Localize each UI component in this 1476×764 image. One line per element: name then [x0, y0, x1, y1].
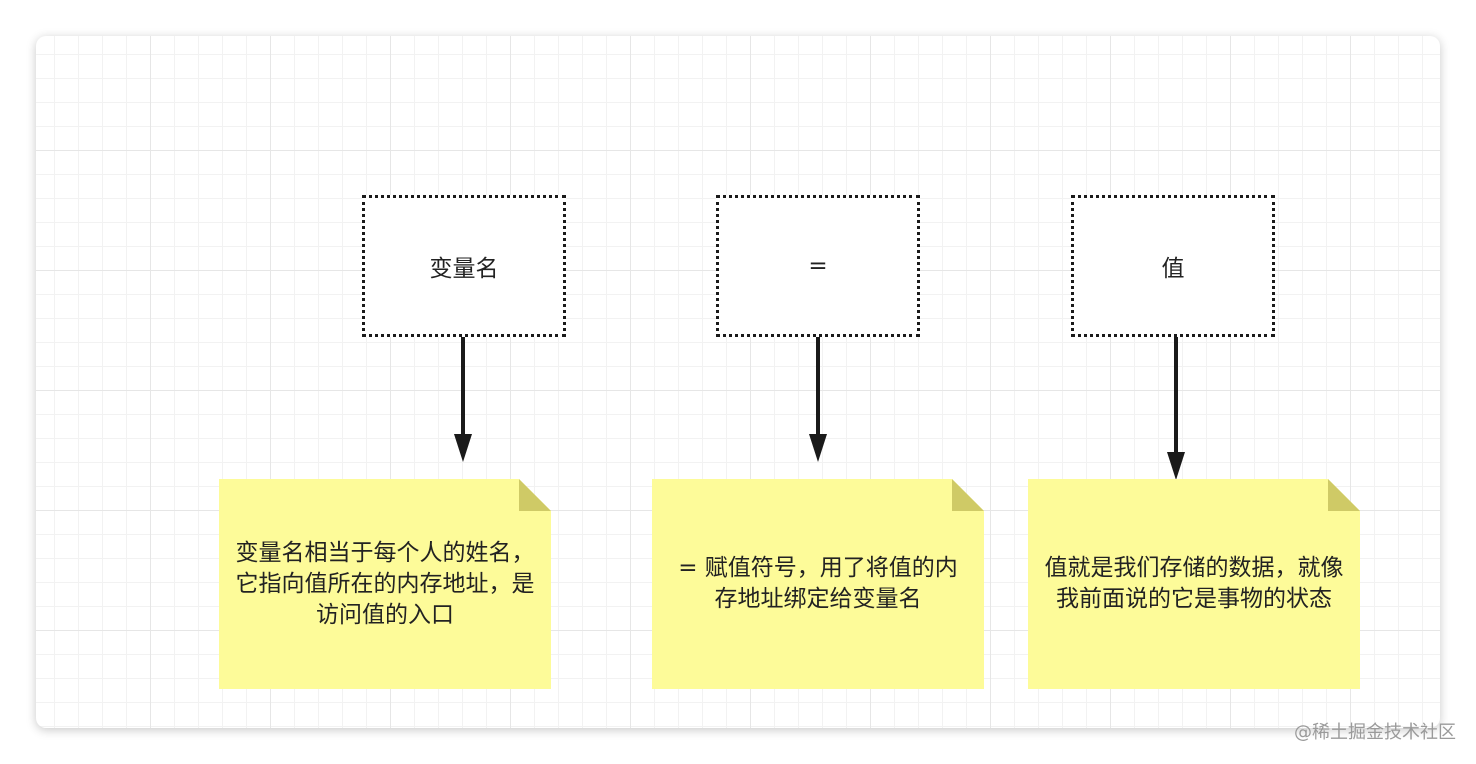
value-label: 值	[1161, 256, 1185, 282]
assign-label: =	[808, 253, 828, 279]
value-box: 值	[1071, 195, 1275, 337]
assign-note-text: = 赋值符号，用了将值的内存地址绑定给变量名	[678, 555, 958, 612]
arrow-2-head	[809, 434, 827, 462]
arrow-3-head	[1167, 452, 1185, 480]
variable-name-label: 变量名	[429, 256, 499, 282]
arrow-3-shaft	[1174, 337, 1178, 455]
variable-name-box: 变量名	[362, 195, 566, 337]
assign-box: =	[716, 195, 920, 337]
variable-name-note: 变量名相当于每个人的姓名，它指向值所在的内存地址，是访问值的入口	[219, 479, 551, 689]
variable-name-note-text: 变量名相当于每个人的姓名，它指向值所在的内存地址，是访问值的入口	[235, 539, 535, 628]
value-note: 值就是我们存储的数据，就像我前面说的它是事物的状态	[1028, 479, 1360, 689]
arrow-1-shaft	[461, 337, 465, 437]
assign-note: = 赋值符号，用了将值的内存地址绑定给变量名	[652, 479, 984, 689]
arrow-1-head	[454, 434, 472, 462]
value-note-text: 值就是我们存储的数据，就像我前面说的它是事物的状态	[1044, 555, 1344, 612]
sticky-note-shape	[219, 479, 551, 689]
sticky-note-shape	[1028, 479, 1360, 689]
sticky-note-shape	[652, 479, 984, 689]
watermark: @稀土掘金技术社区	[1294, 722, 1456, 743]
arrow-2-shaft	[816, 337, 820, 437]
